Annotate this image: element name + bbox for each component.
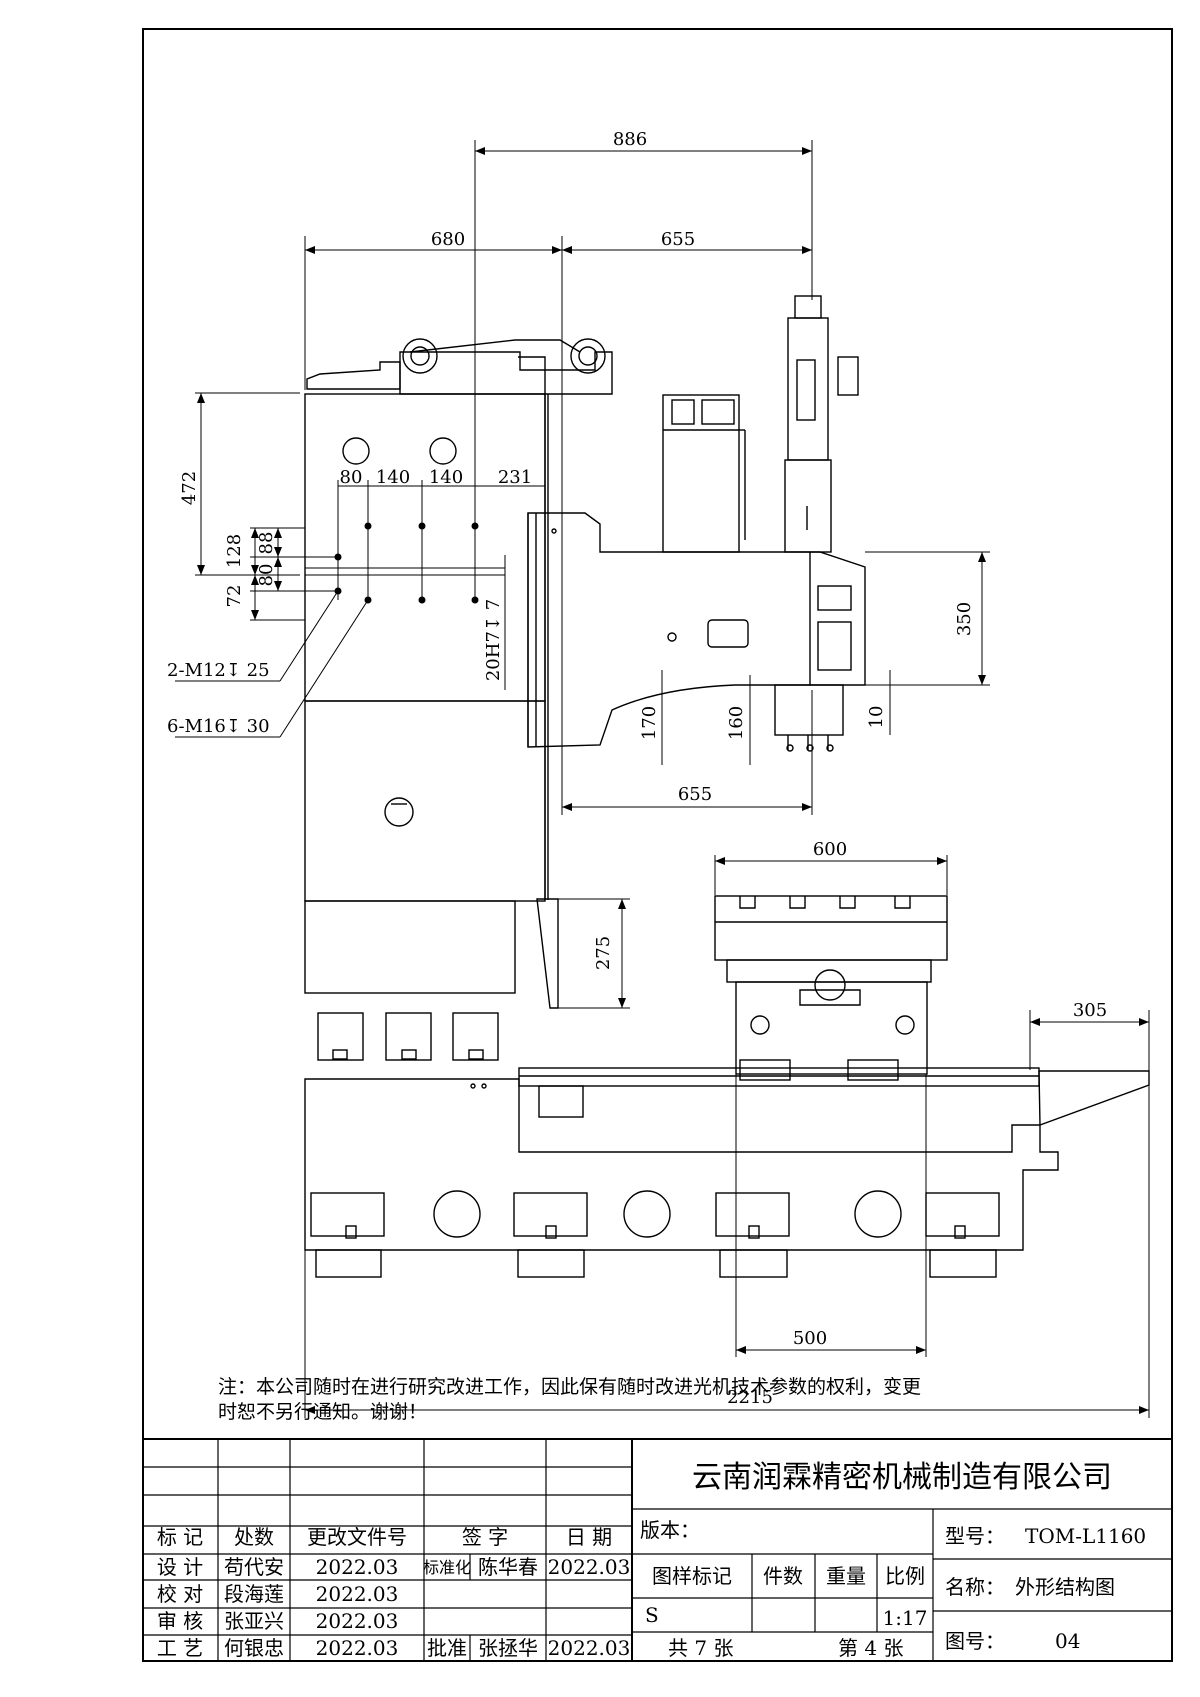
approval-name: 张拯华 [478, 1636, 538, 1660]
version-label: 版本： [640, 1518, 700, 1542]
note-line-1: 注：本公司随时在进行研究改进工作，因此保有随时改进光机技术参数的权利，变更 [218, 1376, 921, 1398]
dim-170: 170 [639, 706, 660, 740]
header-count: 处数 [234, 1525, 274, 1549]
top-cover [306, 338, 613, 395]
scale-label: 比例 [885, 1564, 925, 1588]
dim-305: 305 [1073, 1000, 1107, 1021]
dim-350: 350 [954, 602, 975, 636]
sample-mark-value: S [645, 1603, 659, 1627]
model-value: TOM-L1160 [1025, 1524, 1146, 1548]
row-design-role: 设 计 [157, 1555, 203, 1579]
header-signature: 签 字 [462, 1525, 508, 1549]
header-mark: 标 记 [157, 1525, 203, 1549]
dim-655-top: 655 [661, 229, 695, 250]
thread-6-m16-label: 6-M16↧ 30 [167, 716, 270, 737]
weight-label: 重量 [826, 1564, 866, 1588]
row-design-name: 苟代安 [224, 1555, 284, 1579]
company-name: 云南润霖精密机械制造有限公司 [692, 1460, 1112, 1495]
dim-140-a: 140 [376, 467, 410, 488]
model-label: 型号： [945, 1524, 1005, 1548]
row-process-name: 何银忠 [224, 1636, 284, 1660]
drawing-no-value: 04 [1055, 1629, 1080, 1653]
dimension-labels: 886 680 655 472 80 140 140 231 128 80 88… [167, 129, 1107, 1408]
dim-80-top: 80 [340, 467, 363, 488]
dim-128: 128 [224, 534, 245, 568]
row-process-role: 工 艺 [157, 1636, 203, 1660]
row-check-role: 校 对 [157, 1582, 203, 1606]
row-review-name: 张亚兴 [224, 1609, 284, 1633]
dim-72: 72 [224, 585, 245, 608]
drawing-no-label: 图号： [945, 1629, 1005, 1653]
spindle-motor [662, 394, 746, 553]
title-block-text: 云南润霖精密机械制造有限公司 版本： 型号： TOM-L1160 名称： 外形结… [157, 1460, 1146, 1660]
title-block [143, 1438, 1172, 1661]
name-label: 名称： [945, 1575, 1005, 1599]
dim-472: 472 [179, 471, 200, 505]
dim-680: 680 [431, 229, 465, 250]
saddle-rails [518, 1067, 1150, 1126]
sample-mark-label: 图样标记 [652, 1564, 732, 1588]
approval-date: 2022.03 [548, 1636, 631, 1660]
row-process-date: 2022.03 [316, 1636, 399, 1660]
work-table [714, 895, 948, 1081]
machine-base [304, 1012, 1059, 1251]
note-line-2: 时恕不另行通知。谢谢！ [218, 1401, 427, 1423]
header-change-doc: 更改文件号 [307, 1525, 407, 1549]
spindle-nose [774, 684, 844, 752]
dim-160: 160 [726, 706, 747, 740]
revision-note: 注：本公司随时在进行研究改进工作，因此保有随时改进光机技术参数的权利，变更 时恕… [218, 1376, 921, 1423]
tool-cylinder [784, 295, 859, 553]
row-design-date: 2022.03 [316, 1555, 399, 1579]
dim-231: 231 [498, 467, 532, 488]
dim-886: 886 [613, 129, 647, 150]
dim-80-left: 80 [256, 564, 277, 587]
dim-88: 88 [256, 532, 277, 555]
scale-value: 1:17 [883, 1606, 928, 1630]
standardization-date: 2022.03 [548, 1555, 631, 1579]
dim-600: 600 [813, 839, 847, 860]
dim-655-mid: 655 [678, 784, 712, 805]
sheet-number: 第 4 张 [838, 1636, 903, 1660]
header-date: 日 期 [566, 1525, 612, 1549]
dim-140-b: 140 [429, 467, 463, 488]
dim-10: 10 [866, 706, 887, 729]
approval-label: 批准 [427, 1636, 467, 1660]
standardization-label: 标准化 [423, 1558, 471, 1577]
quantity-label: 件数 [763, 1564, 803, 1588]
drawing-border [142, 28, 1173, 1662]
name-value: 外形结构图 [1015, 1575, 1115, 1599]
dimension-lines [175, 140, 1150, 1418]
dim-2215: 2215 [727, 1387, 773, 1408]
row-check-name: 段海莲 [224, 1582, 284, 1606]
machine-drawing [304, 295, 1150, 1278]
leveling-feet [315, 1225, 997, 1278]
dim-275: 275 [593, 936, 614, 970]
spindle-head [527, 512, 866, 748]
column-body [304, 393, 549, 994]
row-review-role: 审 核 [157, 1609, 203, 1633]
bore-20h7-label: 20H7↧ 7 [483, 599, 504, 681]
standardization-name: 陈华春 [478, 1555, 538, 1579]
thread-2-m12-label: 2-M12↧ 25 [167, 660, 270, 681]
dim-500: 500 [793, 1328, 827, 1349]
row-check-date: 2022.03 [316, 1582, 399, 1606]
row-review-date: 2022.03 [316, 1609, 399, 1633]
total-sheets: 共 7 张 [668, 1636, 733, 1660]
column-way [536, 898, 559, 1009]
